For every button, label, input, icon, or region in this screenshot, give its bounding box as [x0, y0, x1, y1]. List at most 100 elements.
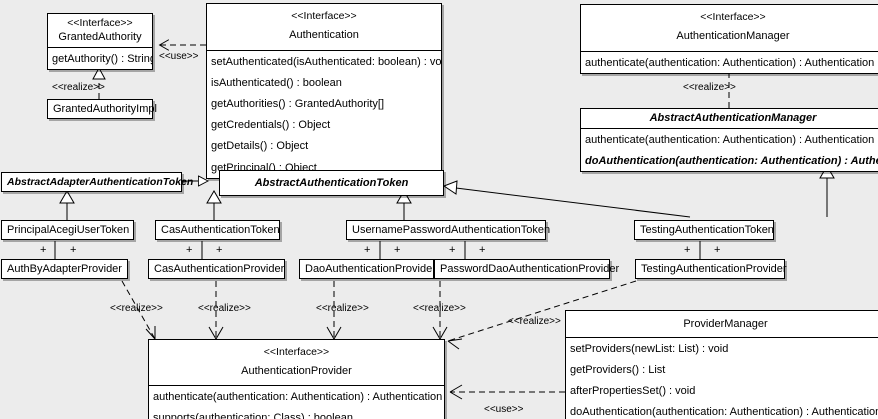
class-testing-authentication-token[interactable]: TestingAuthenticationToken	[634, 220, 774, 240]
class-authentication-provider[interactable]: <<Interface>> AuthenticationProvider aut…	[148, 339, 445, 419]
class-member: setAuthenticated(isAuthenticated: boolea…	[211, 55, 441, 68]
class-members: authenticate(authentication: Authenticat…	[581, 128, 878, 171]
edge-label-realize-passworddaoauthenticationprovider: <<realize>>	[413, 303, 466, 314]
class-testing-authentication-provider[interactable]: TestingAuthenticationProvider	[635, 259, 787, 279]
assoc-multiplicity-mark: +	[70, 244, 77, 256]
class-abstract-authentication-token[interactable]: AbstractAuthenticationToken	[219, 170, 444, 196]
class-header: TestingAuthenticationProvider	[636, 260, 787, 278]
class-name: PrincipalAcegiUserToken	[7, 224, 130, 236]
class-members: authenticate(authentication: Authenticat…	[581, 51, 878, 73]
class-abstract-adapter-authentication-token[interactable]: AbstractAdapterAuthenticationToken	[1, 172, 194, 192]
edge-label-realize-abstractauthenticationmanager: <<realize>>	[683, 82, 736, 93]
class-member: getProviders() : List	[570, 363, 666, 376]
class-header: CasAuthenticationProvider	[149, 260, 284, 278]
class-name: AuthByAdapterProvider	[7, 263, 122, 275]
stereotype-label: <<Interface>>	[263, 346, 330, 358]
class-header: AbstractAuthenticationToken	[220, 171, 443, 195]
class-header: UsernamePasswordAuthenticationToken	[347, 221, 551, 239]
assoc-multiplicity-mark: +	[684, 244, 691, 256]
class-header: CasAuthenticationToken	[156, 221, 280, 239]
class-name: PasswordDaoAuthenticationProvider	[440, 263, 620, 275]
assoc-multiplicity-mark: +	[186, 244, 193, 256]
class-name: AbstractAuthenticationManager	[649, 112, 817, 124]
class-name: Authentication	[289, 29, 359, 41]
class-header: DaoAuthenticationProvider	[300, 260, 436, 278]
assoc-multiplicity-mark: +	[364, 244, 371, 256]
assoc-multiplicity-mark: +	[216, 244, 223, 256]
class-name: AuthenticationManager	[676, 30, 790, 42]
class-header: <<Interface>> AuthenticationManager	[581, 5, 878, 51]
edge-label-realize-casauthenticationprovider: <<realize>>	[198, 303, 251, 314]
class-dao-authentication-provider[interactable]: DaoAuthenticationProvider	[299, 259, 436, 279]
assoc-multiplicity-mark: +	[394, 244, 401, 256]
stereotype-label: <<Interface>>	[67, 17, 133, 29]
edge-generalize-testingtoken-to-abstractmanager	[819, 165, 835, 217]
class-name: GrantedAuthority	[58, 31, 142, 43]
class-header: TestingAuthenticationToken	[635, 221, 774, 239]
class-member: doAuthentication(authentication: Authent…	[585, 154, 878, 167]
assoc-multiplicity-mark: +	[40, 244, 47, 256]
edge-generalize-principalacegiusertoken	[59, 190, 75, 220]
class-member: authenticate(authentication: Authenticat…	[153, 390, 443, 403]
class-name: ProviderManager	[683, 318, 768, 330]
class-authentication[interactable]: <<Interface>> Authentication setAuthenti…	[206, 3, 442, 180]
class-member: supports(authentication: Class) : boolea…	[153, 411, 353, 419]
class-granted-authority[interactable]: <<Interface>> GrantedAuthority getAuthor…	[47, 13, 153, 71]
edge-label-realize-grantedauthorityimpl: <<realize>>	[52, 82, 105, 93]
edge-generalize-testingauthenticationtoken	[442, 180, 691, 218]
assoc-multiplicity-mark: +	[479, 244, 486, 256]
class-principal-acegi-user-token[interactable]: PrincipalAcegiUserToken	[1, 220, 134, 240]
class-granted-authority-impl[interactable]: GrantedAuthorityImpl	[47, 99, 157, 119]
edge-label-use-providermanager: <<use>>	[484, 404, 524, 415]
class-cas-authentication-token[interactable]: CasAuthenticationToken	[155, 220, 280, 240]
class-auth-by-adapter-provider[interactable]: AuthByAdapterProvider	[1, 259, 128, 279]
class-name: GrantedAuthorityImpl	[53, 103, 157, 115]
assoc-multiplicity-mark: +	[714, 244, 721, 256]
edge-label-use-authentication-grantedauthority: <<use>>	[159, 51, 199, 62]
class-header: <<Interface>> Authentication	[207, 4, 441, 50]
class-header: AuthByAdapterProvider	[2, 260, 127, 278]
class-abstract-authentication-manager[interactable]: AbstractAuthenticationManager authentica…	[580, 108, 878, 173]
class-password-dao-authentication-provider[interactable]: PasswordDaoAuthenticationProvider	[434, 259, 620, 279]
class-member: authenticate(authentication: Authenticat…	[585, 133, 875, 146]
class-name: TestingAuthenticationProvider	[641, 263, 787, 275]
edge-use-providermanager-authenticationprovider	[449, 384, 565, 400]
stereotype-label: <<Interface>>	[700, 11, 766, 23]
class-username-password-authentication-token[interactable]: UsernamePasswordAuthenticationToken	[346, 220, 551, 240]
edge-label-realize-authbyadapterprovider: <<realize>>	[110, 303, 163, 314]
class-authentication-manager[interactable]: <<Interface>> AuthenticationManager auth…	[580, 4, 878, 75]
class-members: authenticate(authentication: Authenticat…	[149, 385, 444, 419]
class-member: afterPropertiesSet() : void	[570, 384, 696, 397]
edge-label-realize-daoauthenticationprovider: <<realize>>	[316, 303, 369, 314]
class-member: doAuthentication(authentication: Authent…	[570, 406, 878, 419]
stereotype-label: <<Interface>>	[291, 10, 357, 22]
class-name: DaoAuthenticationProvider	[305, 263, 436, 275]
class-name: UsernamePasswordAuthenticationToken	[352, 224, 551, 236]
class-member: authenticate(authentication: Authenticat…	[585, 56, 875, 69]
class-provider-manager[interactable]: ProviderManager setProviders(newList: Li…	[565, 310, 878, 419]
class-member: getAuthorities() : GrantedAuthority[]	[211, 97, 385, 110]
class-name: AbstractAuthenticationToken	[254, 177, 409, 189]
class-member: isAuthenticated() : boolean	[211, 76, 342, 89]
class-header: PrincipalAcegiUserToken	[2, 221, 133, 239]
assoc-multiplicity-mark: +	[449, 244, 456, 256]
class-members: setProviders(newList: List) : void getPr…	[566, 337, 878, 419]
class-member: getCredentials() : Object	[211, 119, 331, 132]
class-header: PasswordDaoAuthenticationProvider	[435, 260, 620, 278]
class-header: <<Interface>> AuthenticationProvider	[149, 340, 444, 385]
class-member: getAuthority() : String	[52, 52, 152, 65]
class-member: getDetails() : Object	[211, 140, 309, 153]
class-cas-authentication-provider[interactable]: CasAuthenticationProvider	[148, 259, 285, 279]
class-name: CasAuthenticationProvider	[154, 263, 285, 275]
class-header: <<Interface>> GrantedAuthority	[48, 14, 152, 47]
edge-label-realize-testingauthenticationprovider: <<realize>>	[508, 316, 561, 327]
class-name: AbstractAdapterAuthenticationToken	[7, 176, 194, 188]
class-header: AbstractAdapterAuthenticationToken	[2, 173, 194, 191]
class-members: setAuthenticated(isAuthenticated: boolea…	[207, 50, 441, 178]
class-name: TestingAuthenticationToken	[640, 224, 774, 236]
class-name: CasAuthenticationToken	[161, 224, 280, 236]
class-header: GrantedAuthorityImpl	[48, 100, 157, 118]
class-name: AuthenticationProvider	[241, 365, 352, 377]
class-header: AbstractAuthenticationManager	[581, 109, 878, 128]
